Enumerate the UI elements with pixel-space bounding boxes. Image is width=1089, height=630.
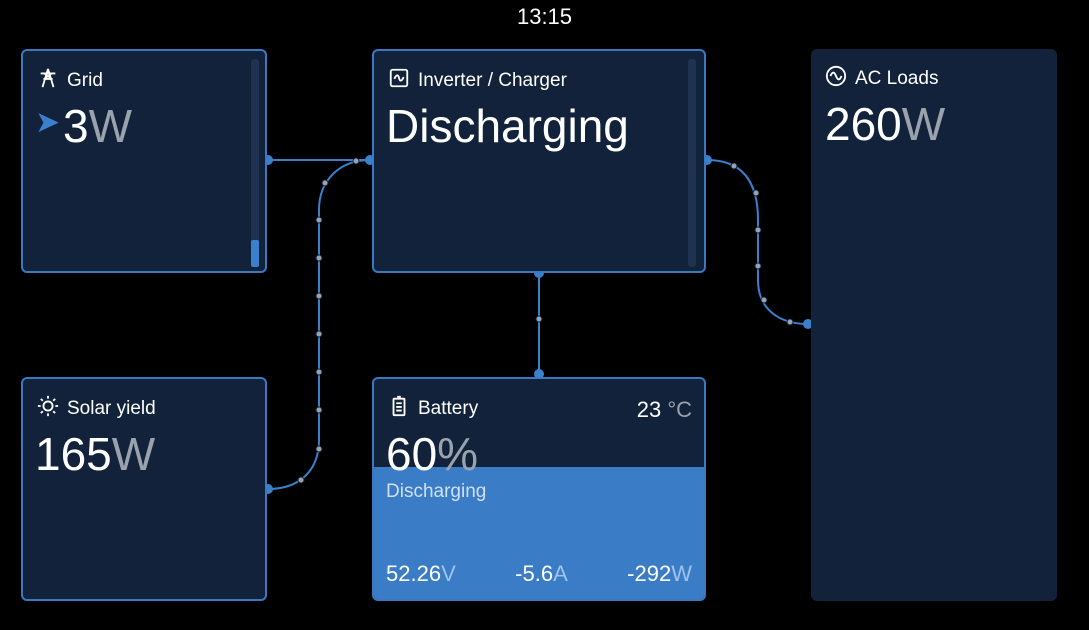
battery-label: Battery (418, 398, 479, 419)
sun-icon (37, 395, 59, 423)
solar-tile[interactable]: Solar yield 165W (21, 377, 267, 601)
inverter-state: Discharging (386, 100, 629, 152)
inverter-scrollbar (688, 59, 696, 267)
battery-temperature: 23 °C (636, 397, 692, 422)
battery-power: -292W (627, 561, 692, 586)
solar-header: Solar yield (37, 395, 156, 423)
inverter-icon (388, 67, 410, 95)
flow-arrow-icon: ➤ (35, 106, 61, 139)
battery-tile[interactable]: Battery 23 °C 60% Discharging 52.26V -5.… (372, 377, 706, 601)
battery-status: Discharging (386, 481, 487, 502)
inverter-acloads-line (706, 159, 809, 325)
battery-voltage: 52.26V (386, 561, 456, 586)
solar-inverter-line (267, 159, 371, 490)
grid-label: Grid (67, 70, 103, 91)
clock: 13:15 (516, 4, 573, 29)
tower-icon (37, 67, 59, 95)
grid-header: Grid (37, 67, 103, 95)
battery-stats: 52.26V -5.6A -292W (386, 561, 692, 587)
battery-level-fill (374, 467, 704, 599)
battery-icon (388, 395, 410, 423)
ac-loads-tile[interactable]: AC Loads 260W (811, 49, 1057, 601)
grid-level-bar (251, 59, 259, 267)
solar-power: 165W (35, 428, 156, 480)
solar-label: Solar yield (67, 398, 156, 419)
sine-wave-icon (825, 65, 847, 93)
ac-loads-power: 260W (825, 98, 946, 150)
grid-level-fill (251, 239, 259, 267)
inverter-tile[interactable]: Inverter / Charger Discharging (372, 49, 706, 273)
battery-current: -5.6A (515, 561, 568, 586)
grid-tile[interactable]: Grid ➤ 3W (21, 49, 267, 273)
inverter-header: Inverter / Charger (388, 67, 567, 95)
battery-header: Battery (388, 395, 478, 423)
grid-power: 3W (63, 100, 133, 152)
ac-loads-header: AC Loads (825, 65, 938, 93)
ac-loads-label: AC Loads (855, 68, 939, 89)
inverter-label: Inverter / Charger (418, 70, 567, 91)
battery-soc: 60% (386, 428, 479, 480)
